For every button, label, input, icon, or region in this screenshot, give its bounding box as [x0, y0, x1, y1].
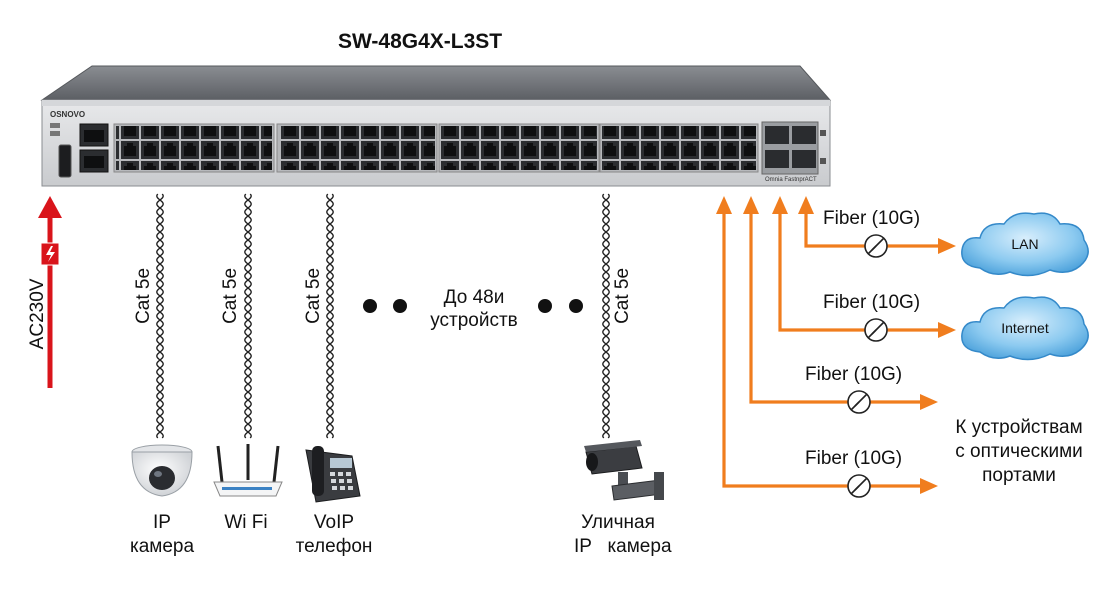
device-caption-outdoor-camera-line1: Уличная — [581, 512, 655, 533]
cable-label-wifi: Cat 5e — [220, 267, 242, 324]
device-caption-voip-line2: телефон — [295, 536, 373, 557]
wifi-router-icon — [213, 444, 283, 497]
fiber-connector-strokes — [850, 237, 885, 495]
more-devices-dots-left — [363, 299, 407, 313]
twisted-pair-strand — [244, 193, 252, 439]
internet-cloud-icon — [961, 296, 1089, 361]
more-devices-label-line2: устройств — [430, 310, 518, 331]
fiber-label-device-2: Fiber (10G) — [805, 448, 903, 469]
fiber-label-device-1: Fiber (10G) — [805, 364, 903, 385]
twisted-pair-strand — [326, 193, 334, 439]
device-caption-ip-camera-line1: IP — [153, 512, 171, 533]
power-input-arrow — [38, 196, 62, 388]
device-caption-outdoor-camera-line2: IP камера — [574, 536, 672, 557]
svg-text:OSNOVO: OSNOVO — [50, 110, 85, 119]
outdoor-camera-icon — [584, 440, 664, 501]
more-devices-dots-right — [538, 299, 583, 313]
diagram-title: SW-48G4X-L3ST — [338, 30, 503, 53]
cloud-label-lan: LAN — [1011, 236, 1039, 252]
power-label: AC230V — [27, 278, 49, 350]
cable-label-voip: Cat 5e — [303, 267, 325, 324]
twisted-pair-strand — [156, 193, 164, 439]
cat5e-cable-ip-camera — [156, 193, 164, 439]
optical-devices-label-line1: К устройствам — [955, 417, 1083, 438]
twisted-pair-strand — [602, 193, 610, 439]
cat5e-cable-wifi — [244, 193, 252, 439]
twisted-pair-strand — [326, 193, 334, 439]
fiber-links — [722, 210, 943, 488]
lan-cloud-icon — [961, 212, 1089, 277]
switch-device: OSNOVO Omnia FastnprACT — [40, 65, 832, 187]
fiber-label-internet: Fiber (10G) — [823, 292, 921, 313]
ip-phone-icon — [305, 446, 361, 503]
more-devices-label-line1: До 48и — [443, 287, 505, 308]
cat5e-cable-voip — [326, 193, 334, 439]
optical-devices-label-line2: с оптическими — [955, 441, 1083, 462]
cat5e-cable-outdoor-camera — [602, 193, 610, 439]
cloud-label-internet: Internet — [1001, 320, 1049, 336]
twisted-pair-strand — [156, 193, 164, 439]
device-caption-ip-camera-line2: камера — [129, 536, 195, 557]
dome-camera-icon — [131, 444, 193, 497]
fiber-label-lan: Fiber (10G) — [823, 208, 921, 229]
twisted-pair-strand — [602, 193, 610, 439]
cable-label-outdoor-camera: Cat 5e — [612, 267, 634, 324]
device-caption-voip-line1: VoIP — [313, 512, 355, 533]
twisted-pair-strand — [244, 193, 252, 439]
device-caption-wifi: Wi Fi — [224, 512, 268, 533]
optical-devices-label-line3: портами — [982, 465, 1056, 486]
cable-label-ip-camera: Cat 5e — [133, 267, 155, 324]
svg-text:Omnia FastnprACT: Omnia FastnprACT — [765, 177, 817, 183]
fiber-arrowheads — [716, 196, 956, 494]
